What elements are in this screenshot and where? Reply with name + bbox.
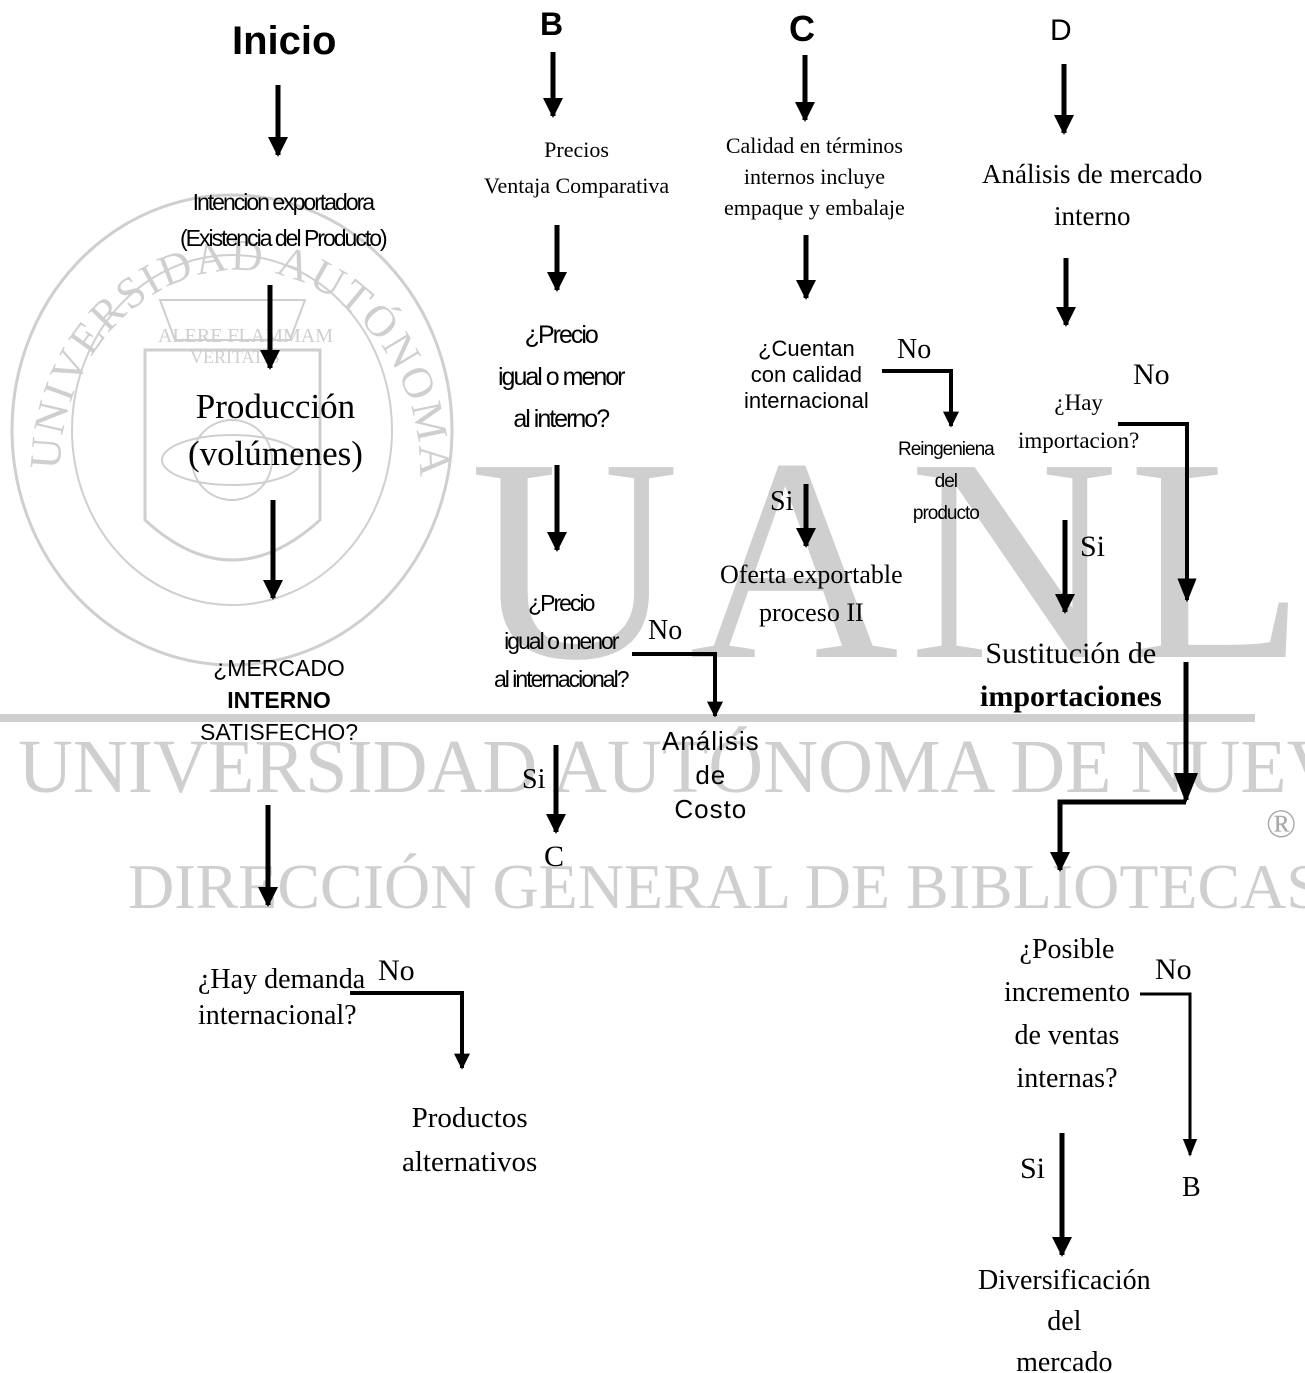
- inicio-question-mercado-interno: ¿MERCADO INTERNO SATISFECHO?: [200, 655, 359, 745]
- arrow-inicio-no: [350, 991, 470, 1070]
- c-no-label: No: [897, 334, 932, 365]
- c-reingenieria: Reingeniena del producto: [898, 439, 995, 524]
- inicio-productos-alternativos: Productos alternativos: [402, 1102, 538, 1178]
- b-goto-c: C: [544, 840, 565, 873]
- b-analisis-costo: Análisis de Costo: [662, 726, 760, 824]
- c-si-label: Si: [770, 486, 794, 517]
- b-header: B: [540, 6, 564, 42]
- inicio-header: Inicio: [232, 19, 337, 63]
- registered-mark: ®: [1266, 801, 1297, 846]
- arrow-c-no: [882, 369, 959, 428]
- c-step-calidad: Calidad en términos internos incluye emp…: [724, 133, 905, 220]
- d-diversificacion-mercado: Diversificación del mercado: [978, 1265, 1151, 1373]
- inicio-question-demanda: ¿Hay demanda internacional?: [198, 964, 366, 1031]
- seal-motto-2: VERITATIS: [190, 347, 280, 367]
- d-si-label: Si: [1080, 530, 1106, 563]
- c-question-calidad-internacional: ¿Cuentan con calidad internacional: [744, 336, 869, 413]
- d-question-importacion: ¿Hay importacion?: [1018, 390, 1140, 453]
- b-si-label: Si: [522, 764, 546, 795]
- d-header: D: [1050, 14, 1072, 47]
- university-name-watermark: UNIVERSIDAD AUTÓNOMA DE NUEVO LEÓN: [18, 725, 1305, 809]
- uanl-big-letters: UANL: [470, 399, 1305, 720]
- library-name-watermark: DIRECCIÓN GENERAL DE BIBLIOTECAS: [128, 851, 1305, 922]
- b-question-precio-internacional: ¿Precio igual o menor al internacional?: [494, 590, 630, 692]
- arrow-b-no: [632, 652, 723, 718]
- seal-motto-1: ALERE FLAMMAM: [158, 325, 334, 347]
- inicio-no-label: No: [378, 954, 415, 987]
- d-no-label: No: [1133, 358, 1170, 391]
- c-oferta-exportable: Oferta exportable proceso II: [720, 560, 903, 627]
- inicio-step-intencion: Intencion exportadora (Existencia del Pr…: [180, 189, 388, 251]
- arrow-d-no: [1118, 422, 1197, 603]
- arrow-d-no-2: [1140, 992, 1198, 1157]
- d-si-label-2: Si: [1020, 1152, 1046, 1185]
- d-question-incremento-ventas: ¿Posible incremento de ventas internas?: [1004, 934, 1130, 1094]
- d-no-label-2: No: [1155, 953, 1192, 986]
- inicio-step-produccion: Producción (volúmenes): [188, 387, 363, 473]
- arrow-d-join: [1050, 799, 1186, 872]
- c-header: C: [789, 8, 815, 49]
- d-step-analisis-mercado: Análisis de mercado interno: [982, 159, 1203, 231]
- d-sustitucion-importaciones: Sustitución de importaciones: [980, 637, 1162, 713]
- d-goto-b: B: [1182, 1172, 1201, 1203]
- b-question-precio-interno: ¿Precio igual o menor al interno?: [498, 321, 625, 433]
- b-step-precios: Precios Ventaja Comparativa: [484, 137, 670, 198]
- b-no-label: No: [648, 615, 683, 646]
